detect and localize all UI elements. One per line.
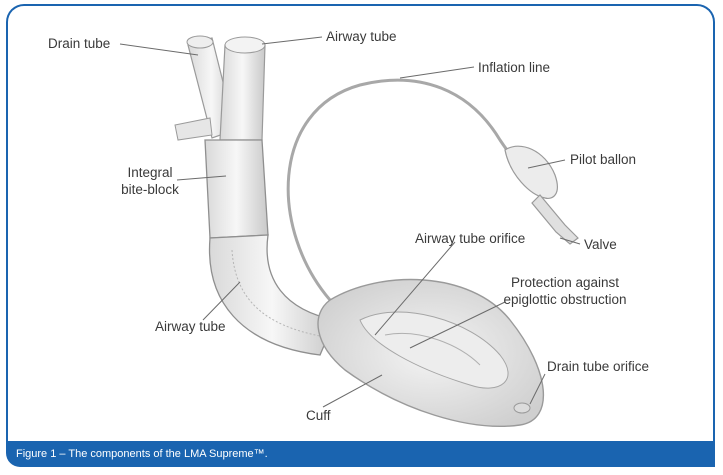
label-integral-bite-block: Integral bite-block (120, 165, 180, 199)
label-airway-tube-top: Airway tube (326, 29, 397, 46)
label-integral: Integral (127, 165, 172, 180)
label-protection-line2: epiglottic obstruction (503, 292, 626, 307)
label-bite-block: bite-block (121, 182, 179, 197)
label-drain-tube-orifice: Drain tube orifice (547, 359, 649, 376)
label-protection-line1: Protection against (511, 275, 619, 290)
airway-tube-top-shape (220, 45, 265, 140)
figure-caption: Figure 1 – The components of the LMA Sup… (6, 441, 715, 467)
label-drain-tube: Drain tube (48, 36, 110, 53)
label-inflation-line: Inflation line (478, 60, 550, 77)
flange-shape (175, 118, 212, 140)
airway-tube-curve-shape (210, 235, 335, 355)
label-valve: Valve (584, 237, 617, 254)
label-airway-tube-orifice: Airway tube orifice (415, 231, 525, 248)
label-protection: Protection against epiglottic obstructio… (490, 275, 640, 309)
label-cuff: Cuff (306, 408, 331, 425)
label-pilot-ballon: Pilot ballon (570, 152, 636, 169)
pilot-balloon-shape (505, 146, 557, 198)
inflation-line-shape (288, 80, 520, 300)
valve-shape (532, 195, 578, 244)
bite-block-shape (205, 140, 268, 238)
label-airway-tube-bottom: Airway tube (155, 319, 226, 336)
